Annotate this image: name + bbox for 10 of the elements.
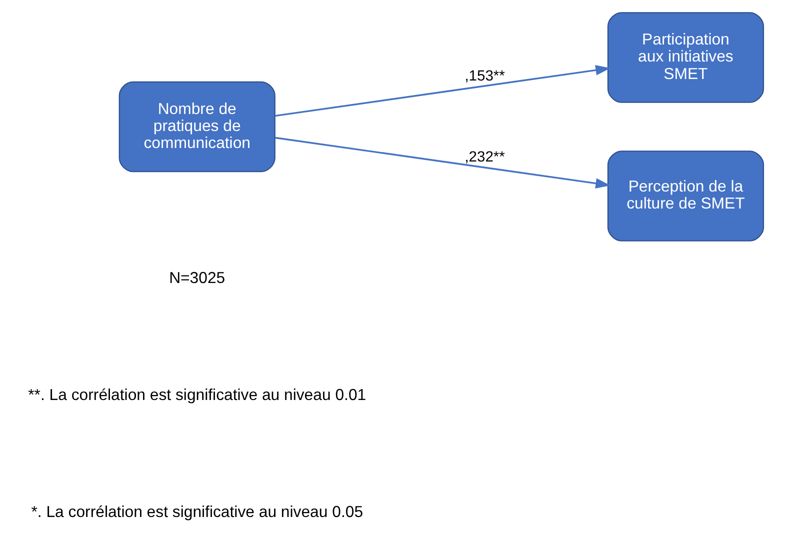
edge-label: ,232**: [464, 149, 504, 166]
label: **. La corrélation est significative au niveau 0.01: [28, 386, 366, 404]
label: N=3025: [168, 270, 225, 288]
node-box: Perception de la culture de SMET: [606, 150, 764, 242]
arrow: [274, 65, 610, 117]
arrow: [274, 136, 610, 188]
edge-label: ,153**: [464, 68, 504, 85]
node-box: Participation aux initiatives SMET: [606, 12, 764, 103]
node-box: Nombre de pratiques de communication: [118, 81, 275, 172]
label: *. La corrélation est significative au niveau 0.05: [30, 504, 363, 521]
